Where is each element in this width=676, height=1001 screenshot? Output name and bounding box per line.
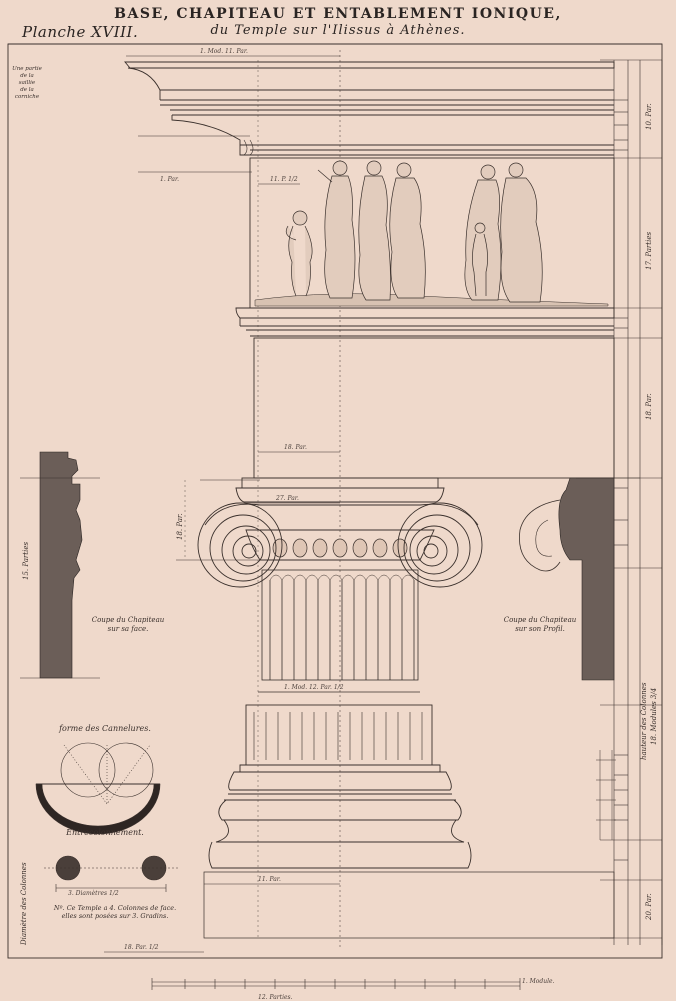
shaft-top <box>261 569 419 681</box>
scale-label-right: 1. Module. <box>522 978 555 985</box>
frieze <box>249 157 615 309</box>
scale-label-left: 12. Parties. <box>258 994 293 1001</box>
echinus-eggs <box>272 538 408 558</box>
small-ruler <box>596 750 616 840</box>
plate-number: Planche XVIII. <box>22 23 139 41</box>
caption-entrecolonnement: Entrecolonnement. <box>66 828 144 837</box>
caption-temple-note: Nº. Ce Temple a 4. Colonnes de face. ell… <box>53 904 177 920</box>
dim-diam-label: 3. Diamètres 1/2 <box>68 890 119 897</box>
dim-shaft-w: 1. Mod. 12. Par. 1/2 <box>284 684 344 691</box>
cornice-note: Une partie de la saillie de la corniche <box>12 66 42 100</box>
dim-capital-w: 27. Par. <box>276 495 299 502</box>
dim-architrave-w: 18. Par. <box>284 444 307 451</box>
dim-column-h: 20. Par. <box>645 893 653 920</box>
cannelure-diagram <box>35 742 161 835</box>
dim-architrave-h: 18. Par. <box>645 393 653 420</box>
dim-section-h: 15. Parties <box>22 541 30 580</box>
intercolumniation-diagram <box>44 855 178 892</box>
dim-entablement-h: 10. Par. <box>645 103 653 130</box>
left-volute <box>197 502 283 588</box>
right-volute <box>397 502 483 588</box>
caption-modules: 18. Modules 3/4 <box>650 687 658 745</box>
dim-capital-h: 18. Par. <box>176 513 184 540</box>
dim-frieze-h: 17. Parties <box>645 231 653 270</box>
frieze-figures <box>285 160 543 303</box>
section-face <box>39 451 83 679</box>
dim-cornice-proj: 1. Par. <box>160 176 180 183</box>
plate-subtitle: du Temple sur l'Ilissus à Athènes. <box>210 23 466 38</box>
scale-bar <box>151 978 521 990</box>
cornice <box>124 61 615 156</box>
plate-title: BASE, CHAPITEAU ET ENTABLEMENT IONIQUE, <box>114 6 562 22</box>
architrave <box>235 307 615 479</box>
dim-plinth-w: 18. Par. 1/2 <box>124 944 159 951</box>
dim-base-w: 11. Par. <box>258 876 281 883</box>
caption-cannelures: forme des Cannelures. <box>59 724 151 733</box>
dimension-lines <box>20 55 640 953</box>
dim-frieze-offset: 11. P. 1/2 <box>270 176 298 183</box>
caption-hauteur: hauteur des Colonnes <box>640 682 648 760</box>
ionic-capital <box>197 477 483 588</box>
dim-top-width: 1. Mod. 11. Par. <box>200 48 248 55</box>
column-base <box>203 704 615 939</box>
caption-coupe-face: Coupe du Chapiteau sur sa face. <box>91 616 165 633</box>
section-profile <box>519 477 615 681</box>
caption-coupe-profil: Coupe du Chapiteau sur son Profil. <box>503 616 577 633</box>
caption-diametre: Diamètre des Colonnes <box>20 862 28 945</box>
